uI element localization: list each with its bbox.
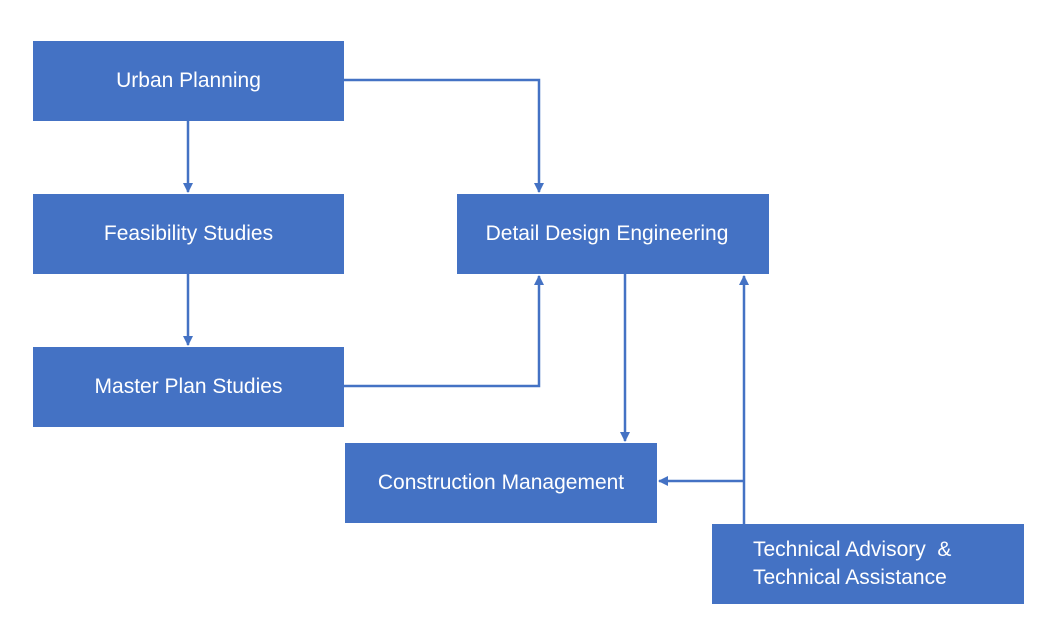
node-feasibility-studies: Feasibility Studies [33, 194, 344, 274]
node-construction-management-label: Construction Management [377, 470, 625, 494]
node-detail-design-engineering: Detail Design Engineering [457, 194, 769, 274]
node-master-plan-studies: Master Plan Studies [33, 347, 344, 427]
node-feasibility-studies-label: Feasibility Studies [103, 221, 274, 245]
node-master-plan-studies-label: Master Plan Studies [94, 374, 283, 398]
node-urban-planning-label: Urban Planning [116, 68, 261, 92]
node-technical-advisory-line2: Technical Assistance [753, 566, 947, 589]
connector-urban-to-detail-design [344, 78, 544, 193]
node-technical-advisory-line1: Technical Advisory & [753, 537, 952, 561]
node-detail-design-engineering-label: Detail Design Engineering [485, 221, 729, 245]
node-construction-management: Construction Management [345, 443, 657, 523]
node-technical-advisory: Technical Advisory & Technical Assistanc… [712, 524, 1024, 604]
node-urban-planning: Urban Planning [33, 41, 344, 121]
connector-masterplan-to-detail-design [344, 275, 544, 388]
